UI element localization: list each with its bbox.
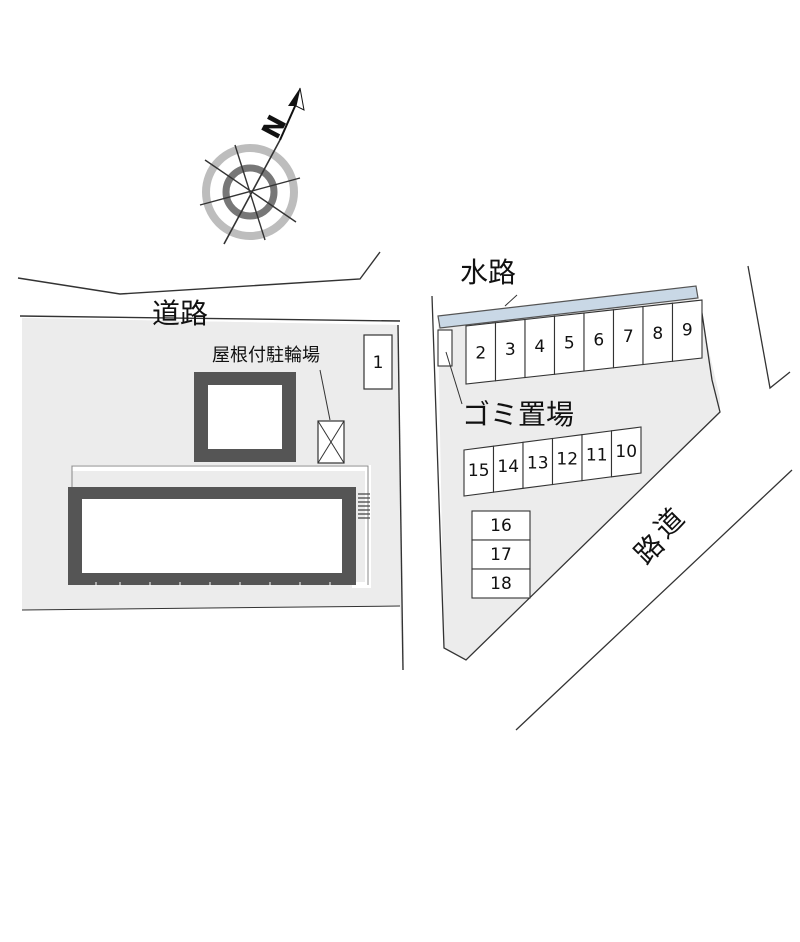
- right-lot-boundary: [431, 295, 721, 661]
- stairs-icon: [358, 493, 370, 519]
- north-label: N: [257, 111, 294, 144]
- parking-space-label-5: 5: [564, 334, 575, 354]
- parking-space-label-2: 2: [475, 343, 486, 363]
- parking-space-17: [471, 539, 531, 570]
- parking-space-label-10: 10: [615, 442, 637, 462]
- parking-space-10: [610, 426, 642, 478]
- garbage-leader: [445, 351, 463, 405]
- left-lot-bottom: [21, 605, 401, 611]
- parking-space-label-7: 7: [623, 327, 634, 347]
- parking-space-label-15: 15: [468, 461, 490, 481]
- label-garbage: ゴミ置場: [462, 398, 574, 431]
- compass-icon: N: [199, 87, 305, 245]
- label-waterway: 水路: [460, 256, 516, 289]
- parking-space-18: [471, 568, 531, 599]
- parking-space-label-16: 16: [490, 516, 512, 536]
- building-main-inner: [82, 499, 342, 573]
- building-main-ticks: [95, 582, 331, 586]
- road-edge-top-2: [19, 315, 401, 322]
- road-edge-top: [17, 251, 381, 295]
- parking-space-label-14: 14: [497, 457, 519, 477]
- building-small-inner: [208, 385, 282, 449]
- parking-space-label-18: 18: [490, 574, 512, 594]
- parking-space-label-9: 9: [682, 321, 693, 341]
- parking-row-middle: 15 14 13 12 11 10: [463, 426, 642, 497]
- parking-space-label-3: 3: [505, 340, 516, 360]
- parking-space-label-6: 6: [593, 330, 604, 350]
- parking-space-label-17: 17: [490, 545, 512, 565]
- waterway-leader: [504, 294, 518, 307]
- parking-space-label-12: 12: [556, 450, 578, 470]
- parking-space-9: [671, 299, 703, 362]
- walkway-outline-line: [71, 465, 369, 585]
- parking-stack: 16 17 18: [471, 510, 531, 599]
- bicycle-shed-cross-2: [317, 420, 345, 464]
- label-bicycle-parking: 屋根付駐輪場: [212, 345, 320, 366]
- parking-space-label-4: 4: [534, 337, 545, 357]
- parking-space-1: [363, 334, 393, 390]
- parking-space-label-13: 13: [527, 453, 549, 473]
- road-edge-right: [515, 469, 793, 731]
- left-lot-boundary: [397, 324, 404, 671]
- garbage-area: [437, 329, 453, 367]
- label-road-top: 道路: [152, 297, 208, 330]
- parking-label-1: 1: [373, 353, 384, 373]
- waterway: [437, 285, 699, 329]
- road-edge-right-top: [747, 265, 791, 390]
- bicycle-shed-leader: [319, 369, 331, 421]
- parking-space-label-11: 11: [586, 446, 608, 466]
- parking-space-label-8: 8: [652, 324, 663, 344]
